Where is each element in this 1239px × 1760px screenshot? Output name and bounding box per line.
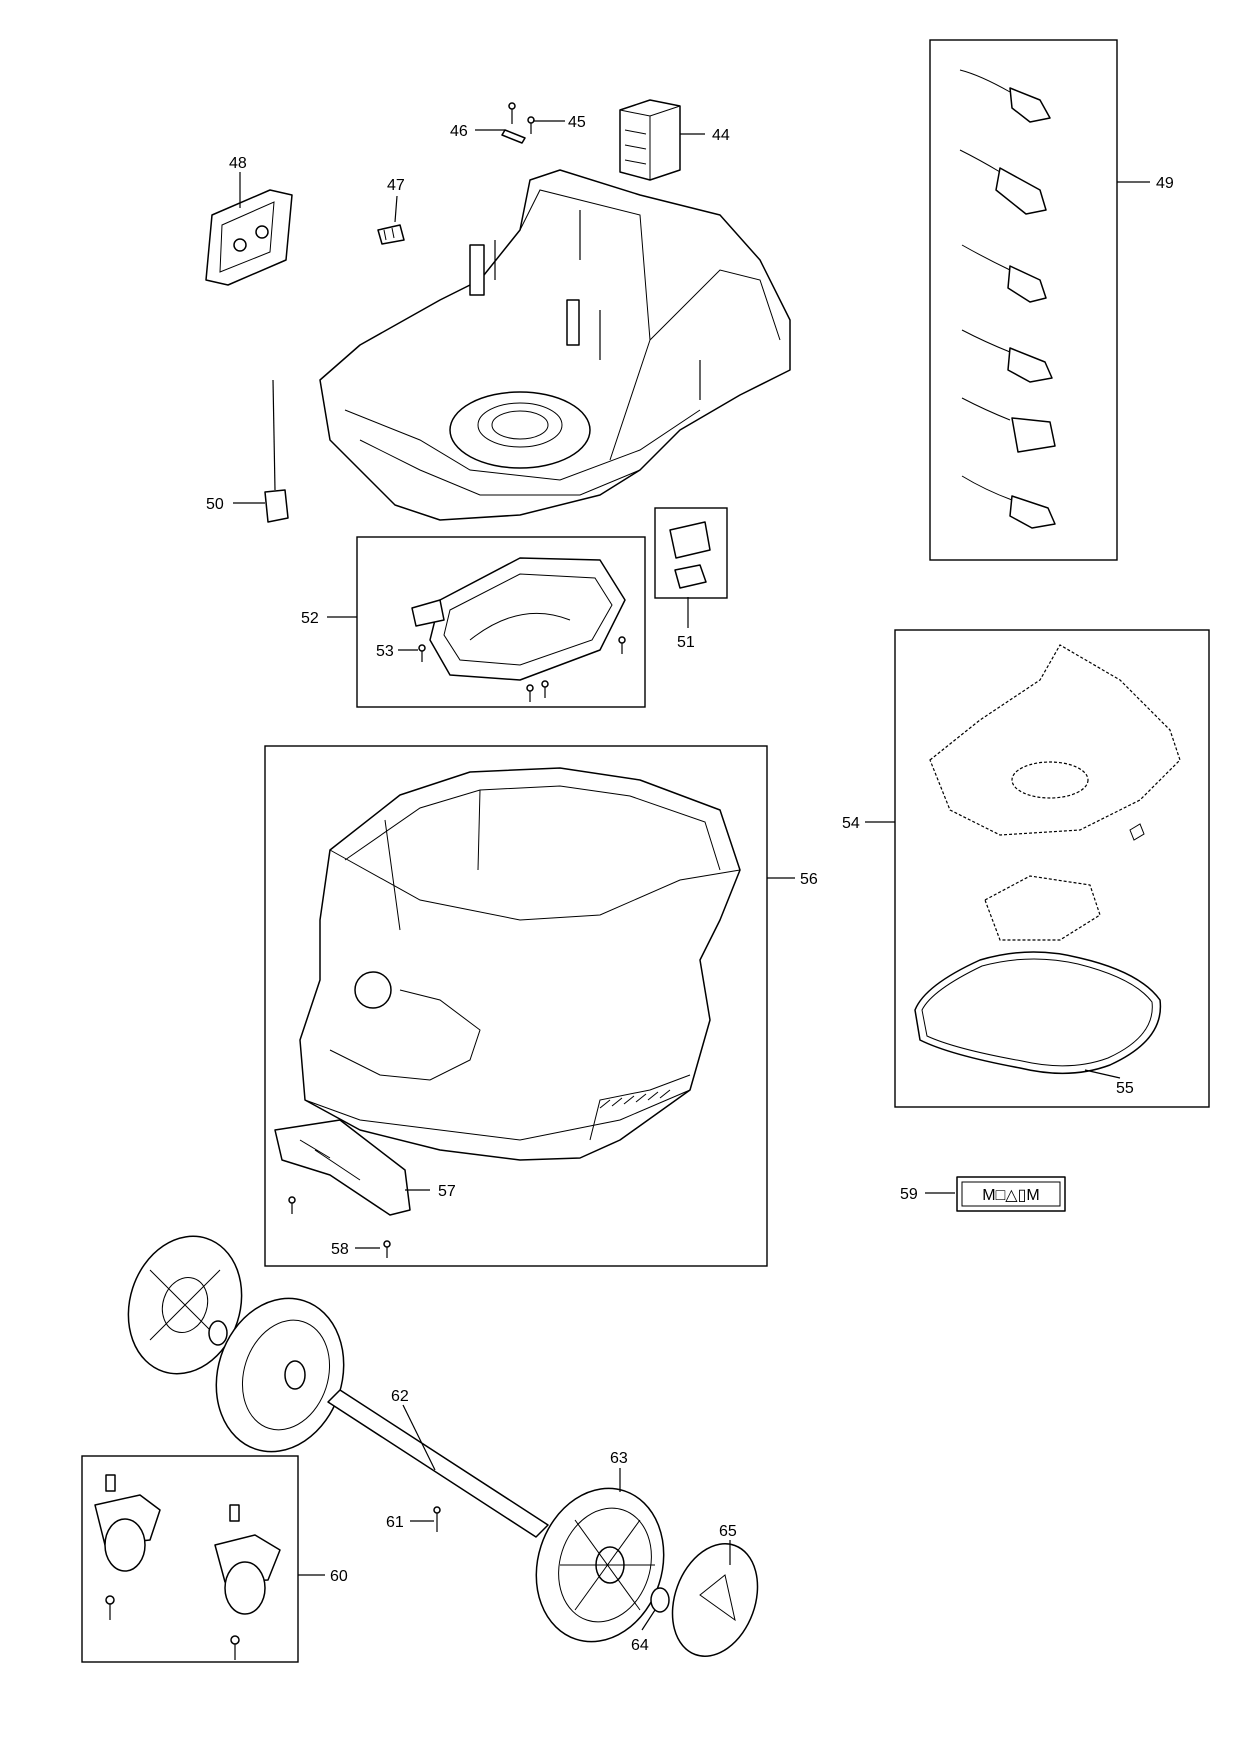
warning-label-part-59: M□△▯M — [956, 1176, 1066, 1212]
screws-53 — [418, 636, 626, 702]
callout-57: 57 — [438, 1183, 456, 1200]
clip-part-47 — [377, 224, 405, 245]
callout-51: 51 — [677, 634, 695, 651]
frame-60 — [81, 1455, 299, 1663]
washer-left — [208, 1320, 228, 1346]
callout-47: 47 — [387, 177, 405, 194]
callout-60: 60 — [330, 1568, 348, 1585]
screw-part-61 — [433, 1506, 441, 1532]
washer-part-64 — [650, 1587, 670, 1613]
leader-62 — [402, 1404, 436, 1471]
base-housing-part — [319, 169, 791, 521]
callout-48: 48 — [229, 155, 247, 172]
plate-part-57 — [274, 1119, 411, 1216]
callout-64: 64 — [631, 1637, 649, 1654]
power-plugs-part-49 — [959, 69, 1056, 529]
callout-45: 45 — [568, 114, 586, 131]
bowl-part-52 — [411, 557, 626, 681]
screws-45-46 — [501, 102, 535, 144]
frame-51 — [654, 507, 728, 599]
leader-47 — [394, 195, 398, 223]
callout-53: 53 — [376, 643, 394, 660]
callout-49: 49 — [1156, 175, 1174, 192]
hub-cap-part-65 — [671, 1543, 759, 1657]
callout-62: 62 — [391, 1388, 409, 1405]
castors-part-60 — [94, 1474, 281, 1660]
label-59-text: M□△▯M — [982, 1187, 1039, 1204]
leader-64 — [641, 1609, 656, 1631]
frame-54 — [894, 629, 1210, 1108]
assembly-part-54 — [929, 644, 1181, 941]
wheel-right-part-63 — [535, 1487, 665, 1643]
frame-52 — [356, 536, 646, 708]
wheel-left — [215, 1297, 345, 1453]
filter-box-part — [619, 99, 681, 181]
frame-56 — [264, 745, 768, 1267]
latch-part-51 — [669, 521, 711, 589]
callout-44: 44 — [712, 127, 730, 144]
gasket-part-55 — [914, 951, 1162, 1075]
callout-50: 50 — [206, 496, 224, 513]
callout-59: 59 — [900, 1186, 918, 1203]
leader-55 — [1084, 1069, 1121, 1079]
wire-part-50 — [264, 379, 289, 523]
axle-part-62 — [327, 1389, 549, 1538]
callout-58: 58 — [331, 1241, 349, 1258]
frame-49 — [929, 39, 1118, 561]
callout-63: 63 — [610, 1450, 628, 1467]
callout-52: 52 — [301, 610, 319, 627]
callout-65: 65 — [719, 1523, 737, 1540]
callout-56: 56 — [800, 871, 818, 888]
callout-54: 54 — [842, 815, 860, 832]
callout-46: 46 — [450, 123, 468, 140]
tub-part-56 — [299, 767, 741, 1161]
callout-61: 61 — [386, 1514, 404, 1531]
bracket-part-48 — [205, 189, 293, 286]
callout-55: 55 — [1116, 1080, 1134, 1097]
